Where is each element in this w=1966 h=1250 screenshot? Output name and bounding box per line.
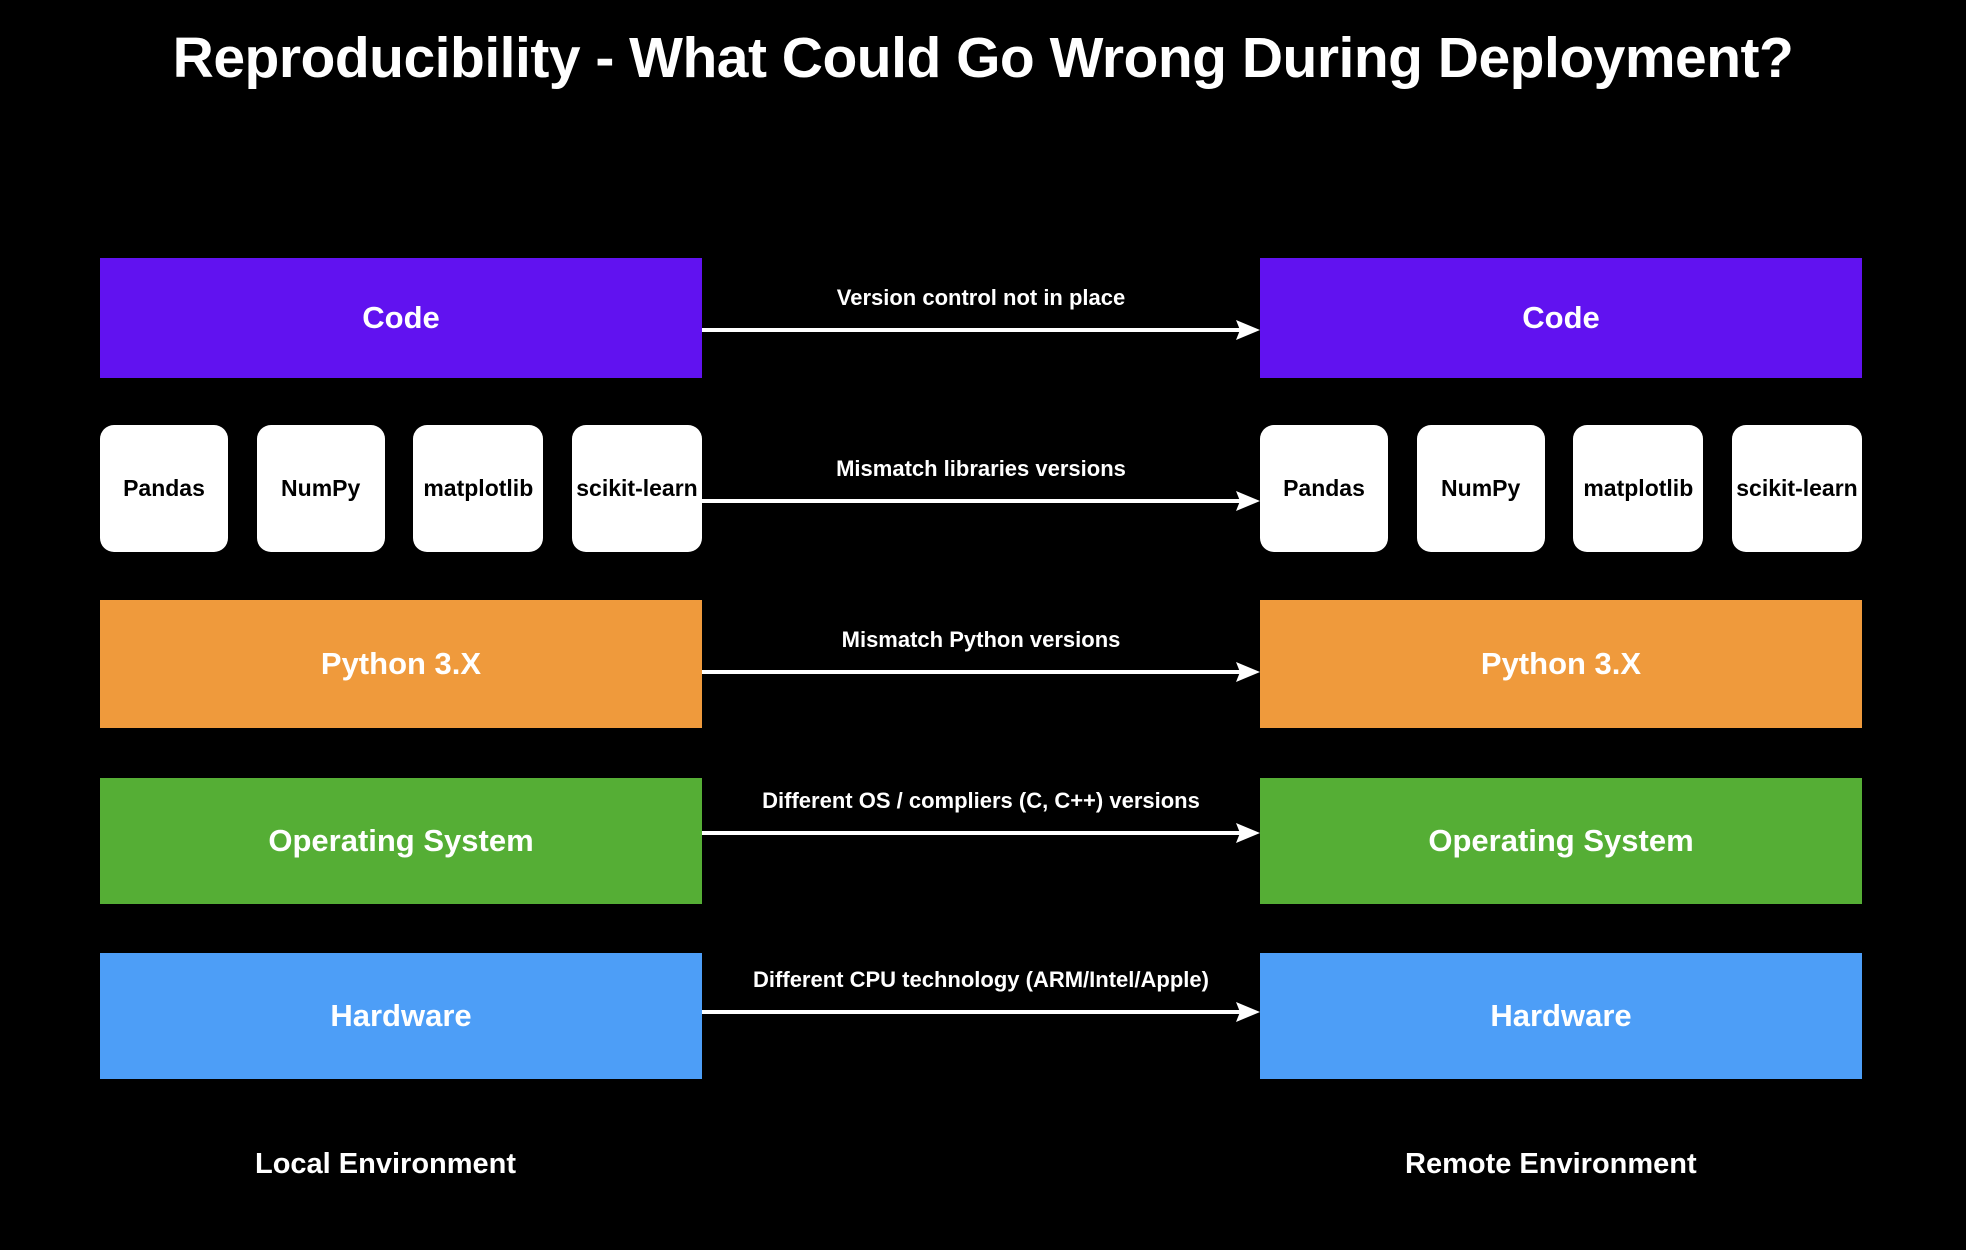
left-layer-hardware: Hardware	[100, 953, 702, 1079]
right-layer-python: Python 3.X	[1260, 600, 1862, 728]
arrow-right-icon	[702, 491, 1260, 511]
left-layer-code-label: Code	[362, 300, 440, 335]
right-library-label-matplotlib: matplotlib	[1583, 475, 1694, 501]
right-library-label-numpy: NumPy	[1441, 475, 1521, 501]
left-layer-code: Code	[100, 258, 702, 378]
right-layer-code: Code	[1260, 258, 1862, 378]
left-library-label-pandas: Pandas	[123, 475, 205, 501]
left-layer-hardware-label: Hardware	[330, 998, 472, 1033]
right-layer-operating-system: Operating System	[1260, 778, 1862, 904]
connector-code-label: Version control not in place	[836, 285, 1126, 310]
arrow-right-icon	[702, 1002, 1260, 1022]
connector-hardware: Different CPU technology (ARM/Intel/Appl…	[702, 967, 1260, 1032]
right-library-chip-scikit-learn: scikit-learn	[1731, 425, 1862, 552]
connector-python: Mismatch Python versions	[702, 627, 1260, 692]
local-environment-caption: Local Environment	[255, 1148, 517, 1180]
right-layer-python-label: Python 3.X	[1480, 646, 1642, 681]
left-layer-operating-system: Operating System	[100, 778, 702, 904]
right-library-chip-pandas: Pandas	[1260, 425, 1388, 552]
right-layer-hardware-label: Hardware	[1490, 998, 1632, 1033]
arrow-right-icon	[702, 662, 1260, 682]
remote-environment-caption: Remote Environment	[1405, 1148, 1697, 1180]
connector-libraries-label: Mismatch libraries versions	[836, 456, 1126, 481]
right-layer-operating-system-label: Operating System	[1428, 823, 1694, 858]
arrow-right-icon	[702, 823, 1260, 843]
right-library-chip-matplotlib: matplotlib	[1573, 425, 1704, 552]
left-library-chip-scikit-learn: scikit-learn	[571, 425, 702, 552]
page-title: Reproducibility - What Could Go Wrong Du…	[172, 26, 1794, 90]
connector-operating-system: Different OS / compliers (C, C++) versio…	[702, 788, 1260, 853]
connector-code: Version control not in place	[702, 285, 1260, 350]
connector-operating-system-label: Different OS / compliers (C, C++) versio…	[762, 788, 1200, 813]
left-library-chip-pandas: Pandas	[100, 425, 228, 552]
left-library-label-matplotlib: matplotlib	[423, 475, 534, 501]
left-layer-python-label: Python 3.X	[320, 646, 482, 681]
right-layer-hardware: Hardware	[1260, 953, 1862, 1079]
left-library-label-scikit-learn: scikit-learn	[576, 475, 698, 501]
right-library-row: Pandas NumPy matplotlib scikit-learn	[1260, 425, 1862, 552]
left-layer-python: Python 3.X	[100, 600, 702, 728]
connector-hardware-label: Different CPU technology (ARM/Intel/Appl…	[753, 967, 1209, 992]
right-library-label-scikit-learn: scikit-learn	[1736, 475, 1858, 501]
connector-libraries: Mismatch libraries versions	[702, 456, 1260, 521]
left-library-chip-matplotlib: matplotlib	[413, 425, 544, 552]
left-library-label-numpy: NumPy	[281, 475, 361, 501]
right-library-chip-numpy: NumPy	[1416, 425, 1545, 552]
right-layer-code-label: Code	[1522, 300, 1600, 335]
left-layer-operating-system-label: Operating System	[268, 823, 534, 858]
left-library-chip-numpy: NumPy	[256, 425, 385, 552]
left-library-row: Pandas NumPy matplotlib scikit-learn	[100, 425, 702, 552]
connector-python-label: Mismatch Python versions	[841, 627, 1121, 652]
right-library-label-pandas: Pandas	[1283, 475, 1365, 501]
arrow-right-icon	[702, 320, 1260, 340]
